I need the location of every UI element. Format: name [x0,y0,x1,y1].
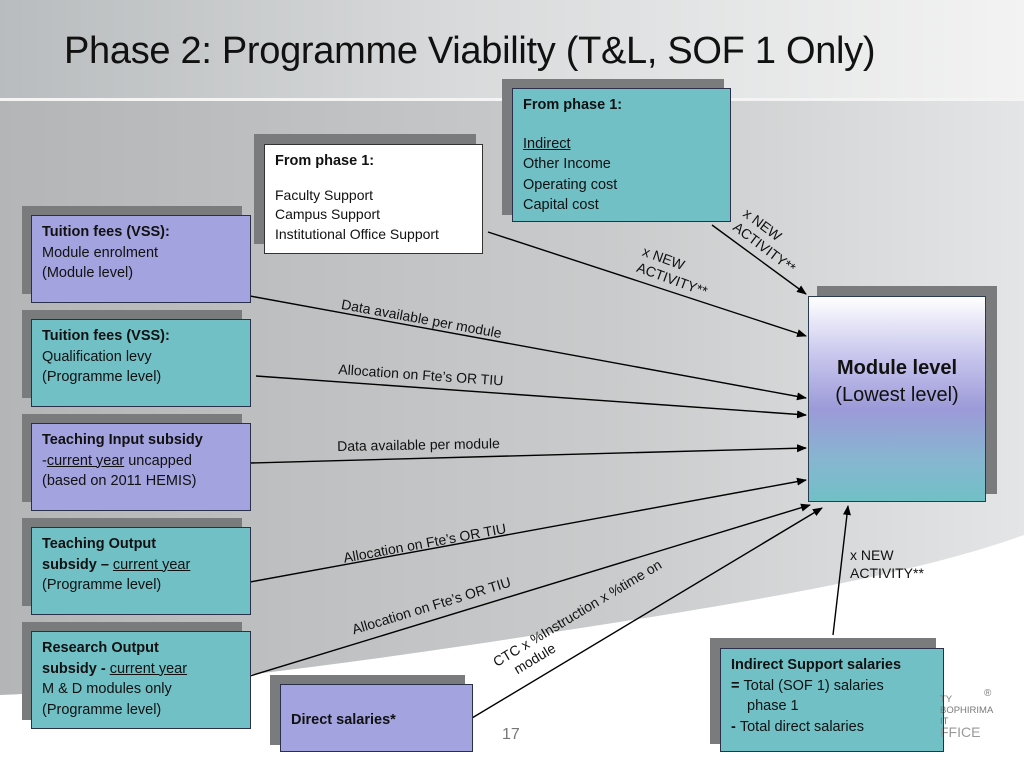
box-line: Faculty Support [275,186,374,203]
box-heading: Tuition fees (VSS): [42,328,170,344]
label-line: x NEW [850,547,894,563]
box-line: Other Income [523,156,611,172]
box-heading: From phase 1: [523,97,623,113]
module-level-subtitle: (Lowest level) [835,384,959,406]
registered-mark: ® [984,688,992,699]
direct-salaries-box: Direct salaries* [280,684,473,752]
box-line: (Module level) [42,265,134,281]
box-line: (based on 2011 HEMIS) [42,473,197,489]
box-heading: Teaching Input subsidy [42,432,203,448]
prefix: - [42,452,47,469]
logo-line: FFICE [940,724,981,740]
box-label: Direct salaries* [291,712,396,728]
arrow-teaching-output [249,477,807,583]
box-heading: Indirect Support salaries [731,657,902,673]
underlined-text: current year [109,660,188,677]
underlined-text: current year [46,452,125,469]
label-line: ACTIVITY** [850,565,924,581]
arrow-label-data-available: Data available per module [337,435,500,454]
box-line: Campus Support [275,206,381,222]
arrow-direct-salaries [471,507,823,719]
line-text: Total direct salaries [739,718,864,735]
arrow-phase1-indirect [711,224,807,295]
box-line: - Total direct salaries [731,717,933,738]
heading-part: subsidy - [42,660,110,677]
box-line: (Programme level) [42,369,162,385]
arrow-research-output [249,503,811,677]
module-level-box: Module level (Lowest level) [808,296,986,502]
box-line: = Total (SOF 1) salaries [731,676,933,697]
box-line: phase 1 [747,698,799,714]
box-line-underlined: Indirect [523,135,571,152]
box-line: Qualification levy [42,348,152,365]
slide-title: Phase 2: Programme Viability (T&L, SOF 1… [64,30,876,72]
box-heading: Tuition fees (VSS): [42,224,170,240]
tuition-fees-module-box: Tuition fees (VSS): Module enrolment (Mo… [31,215,251,303]
phase1-support-box: From phase 1: Faculty Support Campus Sup… [264,144,483,254]
box-line: Capital cost [523,197,599,213]
logo-line: IT [940,716,949,727]
underlined-text: current year [112,556,191,573]
arrow-indirect-support [832,505,851,636]
logo-line: BOPHIRIMA [940,705,994,716]
indirect-support-salaries-box: Indirect Support salaries = Total (SOF 1… [720,648,944,752]
arrow-label-new-activity: x NEW ACTIVITY** [850,546,924,582]
arrow-phase1-support [487,231,807,338]
box-heading: Research Output [42,640,159,656]
box-heading: From phase 1: [275,153,375,169]
logo-line: TY [940,694,953,705]
heading-part: subsidy – [42,556,113,573]
research-output-subsidy-box: Research Output subsidy - current year M… [31,631,251,729]
phase1-indirect-box: From phase 1: Indirect Other Income Oper… [512,88,731,222]
box-line: subsidy - current year [42,659,240,680]
background-swoosh [0,101,1024,695]
tuition-fees-qualification-box: Tuition fees (VSS): Qualification levy (… [31,319,251,407]
arrow-tuition-module [249,295,807,401]
teaching-output-subsidy-box: Teaching Output subsidy – current year (… [31,527,251,615]
university-logo: ® TY BOPHIRIMA IT FFICE [940,688,994,740]
box-line: subsidy – current year [42,555,240,576]
minus-sign: - [731,718,740,735]
suffix: uncapped [124,452,192,469]
equals-sign: = [731,677,744,694]
box-line: Operating cost [523,176,618,193]
page-number: 17 [502,726,520,743]
teaching-input-subsidy-box: Teaching Input subsidy -current year unc… [31,423,251,511]
module-level-title: Module level [836,357,958,379]
line-text: Total (SOF 1) salaries [743,677,884,694]
arrow-teaching-input [249,444,807,464]
arrow-tuition-qualification [255,375,807,419]
box-line: Module enrolment [42,244,159,261]
box-line: (Programme level) [42,701,162,718]
box-line: M & D modules only [42,681,172,697]
box-heading: Teaching Output [42,536,157,552]
box-line: Institutional Office Support [275,225,439,242]
box-line: -current year uncapped [42,451,240,472]
box-line: (Programme level) [42,577,162,593]
